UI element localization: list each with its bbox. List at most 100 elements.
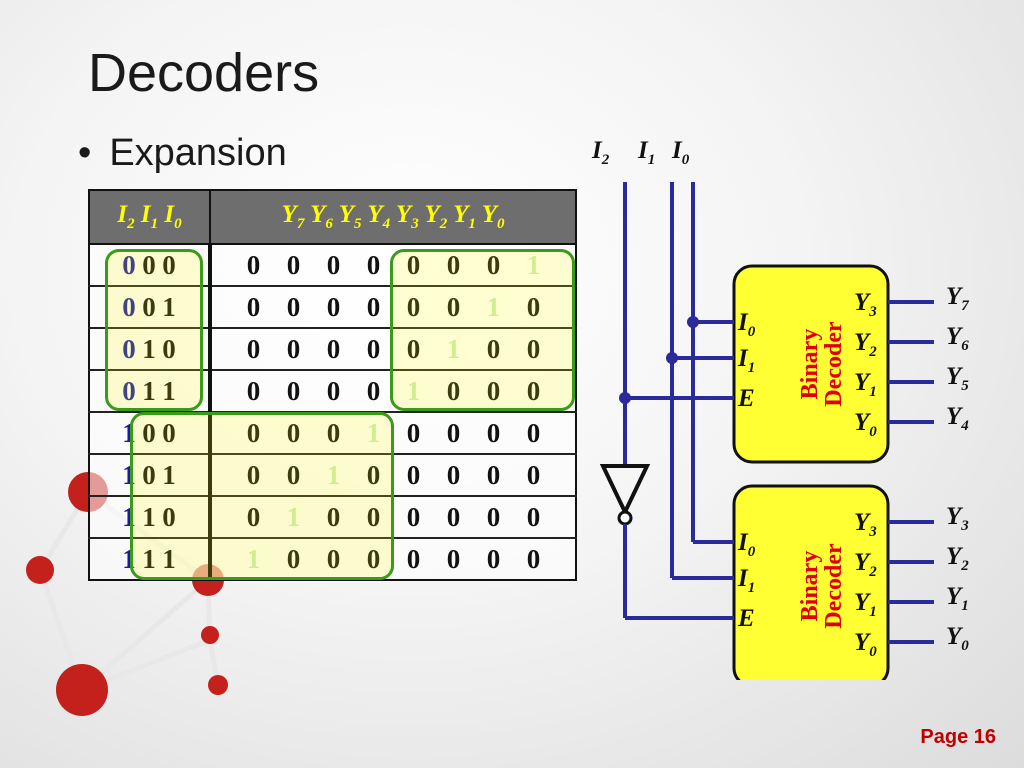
- input-bit: 1: [122, 501, 136, 532]
- input-bit: 1: [162, 375, 176, 406]
- inverter-bubble-icon: [617, 510, 633, 526]
- inverter-icon: [599, 464, 651, 517]
- binary-decoder-box: [732, 264, 890, 464]
- output-bit: 1: [366, 417, 381, 448]
- output-bit: 0: [286, 543, 301, 574]
- input-bit: 0: [162, 417, 176, 448]
- output-bit: 0: [526, 291, 541, 322]
- header-outputs: Y7 Y6 Y5 Y4 Y3 Y2 Y1 Y0: [209, 189, 577, 245]
- output-bit: 0: [486, 375, 501, 406]
- output-bit: 0: [406, 249, 421, 280]
- output-bit: 0: [286, 249, 301, 280]
- input-bit: 1: [142, 333, 156, 364]
- input-bit: 0: [122, 249, 136, 280]
- input-bit: 1: [142, 501, 156, 532]
- output-bit: 0: [446, 375, 461, 406]
- output-bit: 0: [406, 333, 421, 364]
- decoder-label: Decoder: [821, 543, 847, 629]
- bullet-item: • Expansion: [78, 134, 287, 172]
- output-bit: 0: [286, 333, 301, 364]
- header-var: I1: [140, 201, 159, 232]
- input-bit: 1: [162, 543, 176, 574]
- input-bit: 0: [142, 291, 156, 322]
- output-bit: 0: [366, 501, 381, 532]
- output-bit: 0: [486, 459, 501, 490]
- input-bit: 1: [162, 291, 176, 322]
- output-bit: 0: [526, 543, 541, 574]
- decoder-label: Decoder: [821, 321, 847, 407]
- output-bit: 0: [246, 459, 261, 490]
- input-bit: 0: [142, 249, 156, 280]
- output-bit: 0: [446, 417, 461, 448]
- output-bit: 0: [406, 459, 421, 490]
- output-bit: 1: [326, 459, 341, 490]
- input-label: I1: [637, 137, 655, 168]
- output-label: Y5: [946, 363, 969, 394]
- output-bit: 0: [246, 333, 261, 364]
- input-bit: 0: [122, 333, 136, 364]
- header-var: Y4: [367, 201, 391, 232]
- header-var: Y3: [395, 201, 419, 232]
- input-bit: 1: [122, 417, 136, 448]
- output-bit: 0: [446, 543, 461, 574]
- output-bit: 0: [326, 249, 341, 280]
- input-bit: 1: [142, 543, 156, 574]
- output-bit: 0: [286, 459, 301, 490]
- output-bit: 0: [446, 291, 461, 322]
- output-bit: 1: [406, 375, 421, 406]
- output-bit: 0: [326, 291, 341, 322]
- header-var: Y6: [310, 201, 333, 232]
- decoder-label: Binary: [797, 329, 823, 400]
- output-bit: 0: [246, 501, 261, 532]
- output-bit: 0: [246, 249, 261, 280]
- bullet-dot-icon: •: [78, 132, 92, 174]
- output-bit: 0: [526, 501, 541, 532]
- output-bit: 0: [526, 375, 541, 406]
- output-bit: 0: [246, 291, 261, 322]
- output-bit: 0: [486, 543, 501, 574]
- output-bit: 0: [406, 417, 421, 448]
- output-label: Y1: [946, 583, 969, 614]
- output-bit: 0: [486, 333, 501, 364]
- output-bit: 0: [366, 375, 381, 406]
- input-bit: 0: [122, 291, 136, 322]
- decoder-input-label: E: [737, 605, 755, 632]
- header-var: I2: [117, 201, 135, 232]
- bullet-text: Expansion: [109, 132, 287, 174]
- output-bit: 0: [406, 543, 421, 574]
- output-bit: 1: [286, 501, 301, 532]
- header-inputs: I2 I1 I0: [88, 189, 211, 245]
- header-var: Y0: [481, 201, 505, 232]
- output-bit: 0: [486, 249, 501, 280]
- header-var: Y5: [338, 201, 362, 232]
- output-label: Y4: [946, 403, 969, 434]
- input-bit: 1: [162, 459, 176, 490]
- output-bit: 0: [526, 333, 541, 364]
- output-bit: 0: [526, 417, 541, 448]
- input-bit: 0: [142, 459, 156, 490]
- header-var: Y7: [281, 201, 305, 232]
- output-label: Y7: [946, 283, 969, 314]
- output-bit: 0: [326, 333, 341, 364]
- output-label: Y0: [946, 623, 969, 654]
- output-bit: 0: [326, 543, 341, 574]
- output-label: Y2: [946, 543, 969, 574]
- output-bit: 0: [326, 501, 341, 532]
- output-bit: 0: [326, 417, 341, 448]
- output-label: Y3: [946, 503, 969, 534]
